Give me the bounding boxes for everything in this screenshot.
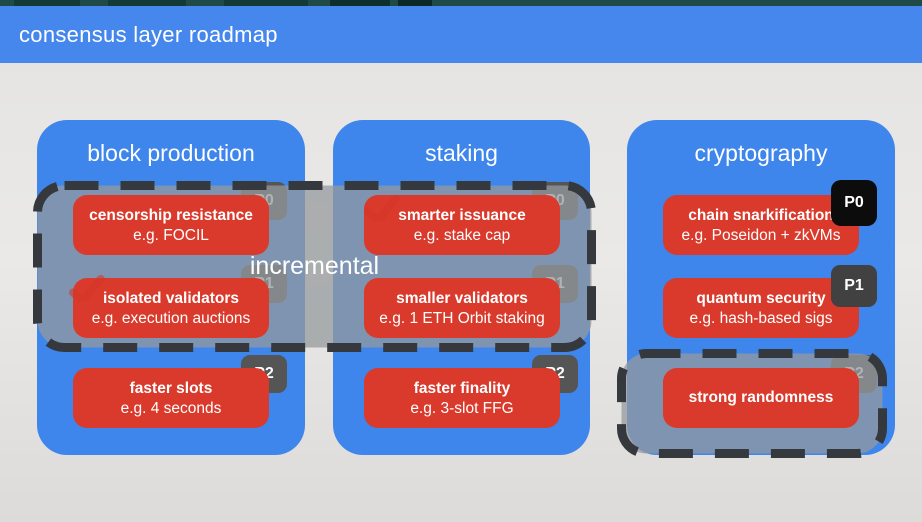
card-title: quantum security <box>696 289 826 307</box>
card-body: smaller validators e.g. 1 ETH Orbit stak… <box>364 278 560 338</box>
card-subtitle: e.g. 1 ETH Orbit staking <box>379 309 545 327</box>
check-mark-icon <box>67 272 110 308</box>
card-title: smaller validators <box>396 289 528 307</box>
card-title: censorship resistance <box>89 206 253 224</box>
video-edge-strip <box>0 0 922 6</box>
card-body: isolated validators e.g. execution aucti… <box>73 278 269 338</box>
card-subtitle: e.g. execution auctions <box>91 309 251 327</box>
card-body: faster slots e.g. 4 seconds <box>73 368 269 428</box>
card-subtitle: e.g. stake cap <box>413 226 511 244</box>
column-title: block production <box>87 140 255 166</box>
card-body: strong randomness <box>663 368 859 428</box>
video-edge-artifact <box>108 0 186 6</box>
check-stroke <box>79 273 107 303</box>
card-chain-snarkification: P0 chain snarkification e.g. Poseidon + … <box>663 180 877 255</box>
card-title: isolated validators <box>102 289 240 307</box>
card-body: chain snarkification e.g. Poseidon + zkV… <box>663 195 859 255</box>
card-quantum-security: P1 quantum security e.g. hash-based sigs <box>663 265 877 338</box>
card-faster-finality: P2 faster finality e.g. 3-slot FFG <box>364 355 578 428</box>
card-title: chain snarkification <box>688 206 834 224</box>
card-subtitle: e.g. Poseidon + zkVMs <box>681 226 841 244</box>
column-cryptography: cryptography P0 chain snarkification e.g… <box>627 120 895 455</box>
card-body: faster finality e.g. 3-slot FFG <box>364 368 560 428</box>
check-stroke <box>374 193 402 223</box>
card-body: censorship resistance e.g. FOCIL <box>73 195 269 255</box>
slide-title: consensus layer roadmap <box>19 21 278 47</box>
card-subtitle: e.g. hash-based sigs <box>689 309 833 327</box>
card-strong-randomness: P2 strong randomness <box>663 355 877 428</box>
column-staking: staking P0 smarter issuance e.g. stake c… <box>333 120 590 455</box>
card-subtitle: e.g. 3-slot FFG <box>410 399 514 417</box>
card-body: smarter issuance e.g. stake cap <box>364 195 560 255</box>
card-faster-slots: P2 faster slots e.g. 4 seconds <box>73 355 287 428</box>
card-title: faster slots <box>129 379 213 397</box>
video-edge-artifact <box>398 0 432 6</box>
card-censorship-resistance: P0 censorship resistance e.g. FOCIL <box>73 182 287 255</box>
card-smaller-validators: P1 smaller validators e.g. 1 ETH Orbit s… <box>364 265 578 338</box>
overlay-label: incremental <box>249 252 380 280</box>
column-title: cryptography <box>694 140 828 166</box>
card-subtitle: e.g. FOCIL <box>133 226 209 244</box>
video-edge-artifact <box>224 0 308 6</box>
video-edge-artifact <box>14 0 80 6</box>
priority-badge: P0 <box>831 180 877 226</box>
card-title: smarter issuance <box>398 206 526 224</box>
card-subtitle: e.g. 4 seconds <box>120 399 222 417</box>
card-body: quantum security e.g. hash-based sigs <box>663 278 859 338</box>
video-edge-artifact <box>330 0 390 6</box>
header-bar: consensus layer roadmap <box>0 6 922 63</box>
priority-badge: P1 <box>831 265 877 307</box>
column-title: staking <box>425 140 498 166</box>
card-title: faster finality <box>413 379 511 397</box>
check-mark-icon <box>362 192 405 228</box>
card-title: strong randomness <box>688 389 834 406</box>
